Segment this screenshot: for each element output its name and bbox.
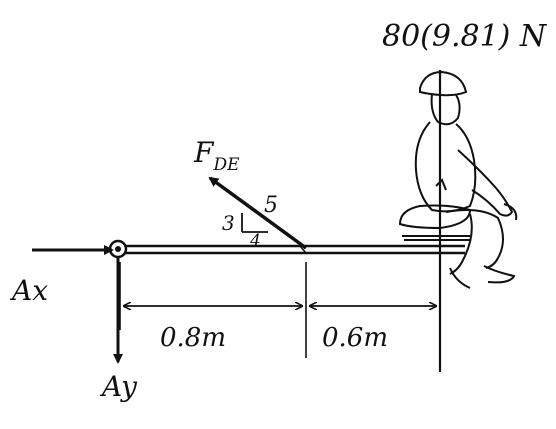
weight-label: 80(9.81) N xyxy=(382,19,548,54)
pin-support xyxy=(108,239,128,259)
dimension-lines xyxy=(119,70,442,372)
slope-hyp-label: 5 xyxy=(264,193,278,218)
beam xyxy=(118,244,465,255)
slope-rise-label: 3 xyxy=(222,211,235,235)
force-label-main: F xyxy=(193,136,215,169)
person-sketch xyxy=(398,70,518,289)
fde-arrow xyxy=(208,176,308,250)
slope-triangle xyxy=(241,213,268,233)
dim-right-label: 0.6m xyxy=(322,323,388,353)
ay-label: Ay xyxy=(99,370,138,403)
ax-label: Ax xyxy=(9,274,48,307)
force-label-subscript: DE xyxy=(212,155,240,175)
slope-run-label: 4 xyxy=(249,231,261,251)
force-label: FDE xyxy=(193,136,240,175)
dim-left-label: 0.8m xyxy=(160,323,226,353)
